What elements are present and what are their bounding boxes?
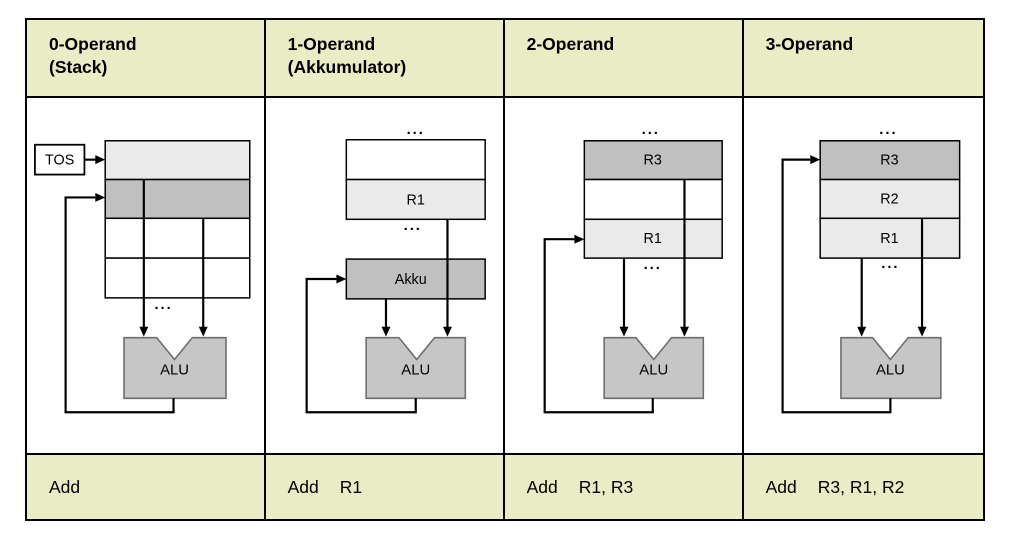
instruction-operands: R1 [339,476,363,497]
register-label-r3: R3 [643,153,661,169]
instruction-3-operand: Add R3, R1, R2 [741,453,983,519]
instruction-0-operand: Add [27,453,264,519]
arrow-head-icon [574,234,584,244]
stack-cell-fourth [104,257,251,299]
register-cell-r1 [819,217,961,259]
arrow-head-icon [442,326,452,337]
register-label-r1: R1 [406,192,424,208]
ellipsis: ... [406,122,424,138]
register-label-r1: R1 [880,231,898,247]
alu-label: ALU [160,362,189,378]
ellipsis: ... [403,218,421,234]
stack-diagram-svg: TOS ... ALU [34,140,251,414]
stack-register-block [104,140,251,299]
arrow-head-icon [198,326,208,337]
instruction-1-operand: Add R1 [263,453,503,519]
tos-arrow-head-icon [95,155,106,165]
register-cell-r1 [583,218,723,259]
diagram-three-operand-architecture: ... R3 R2 R1 ... ALU [741,98,983,453]
feedback-wire-path [543,238,654,414]
register-label-r3: R3 [880,153,898,169]
feedback-wire [305,274,417,414]
ellipsis: ... [154,297,172,313]
instruction-mnemonic: Add [526,476,558,497]
operand-wires [381,219,452,337]
stack-cell-third [104,217,251,259]
register-cell-r3 [583,140,723,181]
instruction-mnemonic: Add [49,476,81,497]
arrow-head-icon [139,326,149,337]
alu-label: ALU [401,362,430,378]
three-operand-diagram-svg: ... R3 R2 R1 ... ALU [781,122,961,414]
alu-unit [123,336,227,400]
feedback-wire [64,192,175,414]
akkumulator-diagram-svg: ... R1 ... Akku ALU [305,122,486,414]
akku-register: Akku [345,258,486,300]
instruction-mnemonic: Add [765,476,797,497]
diagram-stack-architecture: TOS ... ALU [27,98,264,453]
instruction-mnemonic: Add [287,476,319,497]
ellipsis: ... [879,122,897,138]
alu-label: ALU [639,362,668,378]
arrow-head-icon [381,326,391,337]
instruction-operands: R3, R1, R2 [817,476,905,497]
register-block: R3 R1 [583,140,723,259]
operand-wires [619,179,689,337]
register-cell-r1 [345,178,486,221]
stack-cell-second [104,178,251,220]
header-line1: 1-Operand [287,34,376,54]
header-line2: (Stack) [49,57,108,77]
register-cell-blank [345,139,486,181]
operand-architecture-table: 0-Operand (Stack) 1-Operand (Akkumulator… [25,18,985,521]
feedback-wire-path [781,158,892,414]
register-block: R3 R2 R1 [819,140,961,259]
operand-wires [856,218,927,337]
arrow-head-icon [679,326,689,337]
arrow-head-icon [336,274,346,284]
feedback-wire-path [305,277,417,414]
instruction-2-operand: Add R1, R3 [502,453,742,519]
operand-wires [139,179,208,337]
akku-label: Akku [394,272,426,288]
feedback-wire [543,234,654,414]
header-line1: 3-Operand [765,34,854,54]
arrow-head-icon [809,155,820,165]
register-cell-r2 [819,178,961,220]
header-3-operand: 3-Operand [741,20,983,98]
header-2-operand: 2-Operand [502,20,742,98]
akku-box [345,258,486,300]
header-0-operand: 0-Operand (Stack) [27,20,264,98]
alu-unit [839,336,942,400]
register-cell-blank [583,178,723,221]
register-block: R1 [345,139,486,221]
arrow-head-icon [917,326,927,337]
alu-unit [364,336,466,400]
diagram-two-operand-architecture: ... R3 R1 ... ALU [502,98,742,453]
register-label-r1: R1 [643,231,661,247]
ellipsis: ... [641,122,659,138]
feedback-wire-path [64,196,175,414]
register-label-r2: R2 [880,191,898,207]
two-operand-diagram-svg: ... R3 R1 ... ALU [543,122,723,414]
arrow-head-icon [95,192,106,202]
ellipsis: ... [881,256,899,272]
diagram-akkumulator-architecture: ... R1 ... Akku ALU [263,98,503,453]
alu-unit [602,336,704,400]
tos-box [34,143,86,176]
tos-pointer: TOS [34,143,106,176]
header-line1: 2-Operand [526,34,615,54]
header-line1: 0-Operand [49,34,137,54]
register-cell-r3 [819,140,961,181]
arrow-head-icon [619,326,629,337]
header-line2: (Akkumulator) [287,57,407,77]
ellipsis: ... [643,257,661,273]
header-1-operand: 1-Operand (Akkumulator) [263,20,503,98]
instruction-operands: R1, R3 [578,476,634,497]
arrow-head-icon [856,326,866,337]
stack-cell-top [104,140,251,181]
tos-label: TOS [45,153,74,169]
feedback-wire [781,155,892,414]
alu-label: ALU [876,362,905,378]
